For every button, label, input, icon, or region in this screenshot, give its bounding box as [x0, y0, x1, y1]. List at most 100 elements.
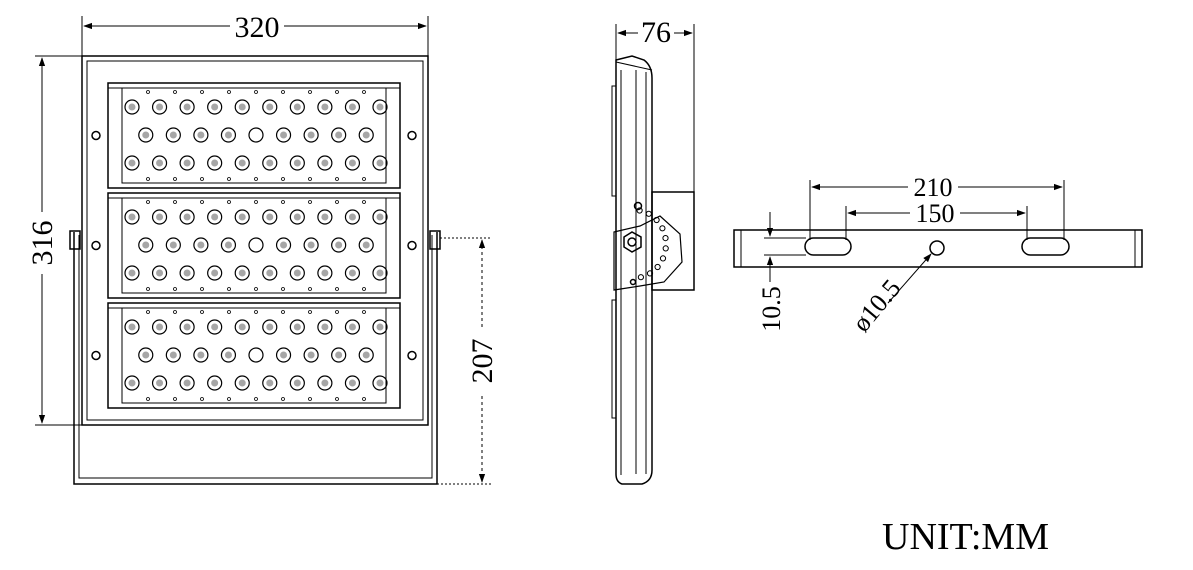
- led-chip: [266, 323, 274, 331]
- side-view: [611, 55, 695, 485]
- led-lens: [234, 155, 250, 171]
- board-marker: [281, 90, 285, 94]
- led-lens: [331, 237, 347, 253]
- led-chip: [348, 213, 356, 221]
- led-chip: [197, 131, 205, 139]
- led-chip: [128, 323, 136, 331]
- board-marker: [173, 310, 177, 314]
- led-chip: [266, 213, 274, 221]
- led-chip: [156, 323, 164, 331]
- board-marker: [227, 310, 231, 314]
- led-chip: [335, 131, 343, 139]
- led-chip: [376, 379, 384, 387]
- board-marker: [173, 287, 177, 291]
- board-marker: [362, 200, 366, 204]
- dim-label-150: 150: [916, 199, 955, 228]
- led-lens: [124, 375, 140, 391]
- angle-hole: [662, 235, 669, 242]
- board-marker: [227, 397, 231, 401]
- led-chip: [321, 323, 329, 331]
- led-chip: [128, 213, 136, 221]
- led-lens: [262, 265, 278, 281]
- housing-outline: [81, 55, 429, 426]
- led-lens: [289, 319, 305, 335]
- led-lens: [193, 127, 209, 143]
- side-fin-upper: [611, 85, 617, 197]
- led-lens: [344, 155, 361, 171]
- led-lens: [262, 99, 278, 115]
- led-chip: [348, 159, 356, 167]
- dim-label-207: 207: [466, 339, 499, 384]
- board-marker: [254, 310, 258, 314]
- led-chip: [321, 159, 329, 167]
- label-mask: [26, 212, 60, 274]
- board-marker: [308, 90, 312, 94]
- led-lens: [317, 155, 333, 171]
- led-lens: [262, 319, 278, 335]
- led-chip: [362, 351, 370, 359]
- housing-inner-outline: [86, 60, 424, 421]
- led-chip: [169, 351, 177, 359]
- led-chip: [224, 351, 232, 359]
- led-lens: [344, 265, 361, 281]
- board-marker: [254, 200, 258, 204]
- led-lens: [138, 347, 154, 363]
- led-chip: [238, 269, 246, 277]
- led-lens: [262, 155, 278, 171]
- led-lens: [344, 99, 361, 115]
- led-modules: [91, 82, 417, 409]
- led-chip: [307, 241, 315, 249]
- board-marker: [362, 90, 366, 94]
- led-lens: [124, 155, 140, 171]
- led-lens: [207, 155, 223, 171]
- led-lens: [234, 319, 250, 335]
- module-screw: [91, 240, 101, 251]
- led-lens: [358, 127, 374, 143]
- led-chip: [211, 323, 219, 331]
- board-marker: [335, 200, 339, 204]
- led-chip: [266, 269, 274, 277]
- side-screw: [633, 201, 643, 211]
- led-lens: [331, 347, 347, 363]
- led-lens: [193, 237, 209, 253]
- led-chip: [156, 159, 164, 167]
- led-chip: [348, 103, 356, 111]
- module-screw: [407, 350, 417, 361]
- board-marker: [200, 287, 204, 291]
- board-marker: [335, 90, 339, 94]
- board-marker: [146, 177, 150, 181]
- board-marker: [227, 177, 231, 181]
- module-screw: [407, 240, 417, 251]
- leader-line-hole: [887, 253, 932, 304]
- led-lens: [303, 127, 319, 143]
- led-chip: [376, 323, 384, 331]
- led-chip: [376, 103, 384, 111]
- led-lens: [289, 265, 305, 281]
- led-chip: [293, 269, 301, 277]
- led-chip: [348, 379, 356, 387]
- led-lens: [372, 99, 388, 115]
- sensor-ring: [248, 237, 264, 253]
- led-lens: [262, 209, 278, 225]
- led-chip: [266, 159, 274, 167]
- board-marker: [308, 287, 312, 291]
- led-chip: [293, 103, 301, 111]
- board-marker: [227, 287, 231, 291]
- board-marker: [281, 310, 285, 314]
- angle-hole: [637, 274, 645, 281]
- board-marker: [335, 310, 339, 314]
- bracket-top-view: [733, 229, 1143, 268]
- led-chip: [183, 213, 191, 221]
- led-lens: [151, 155, 168, 171]
- board-marker: [227, 200, 231, 204]
- led-lens: [179, 319, 195, 335]
- led-chip: [321, 103, 329, 111]
- led-chip: [348, 323, 356, 331]
- board-marker: [362, 287, 366, 291]
- led-lens: [234, 99, 250, 115]
- pivot-bolt-center: [627, 237, 637, 247]
- led-lens: [151, 99, 168, 115]
- dim-label-210: 210: [914, 173, 953, 202]
- module-screw: [91, 130, 101, 141]
- led-lens: [317, 209, 333, 225]
